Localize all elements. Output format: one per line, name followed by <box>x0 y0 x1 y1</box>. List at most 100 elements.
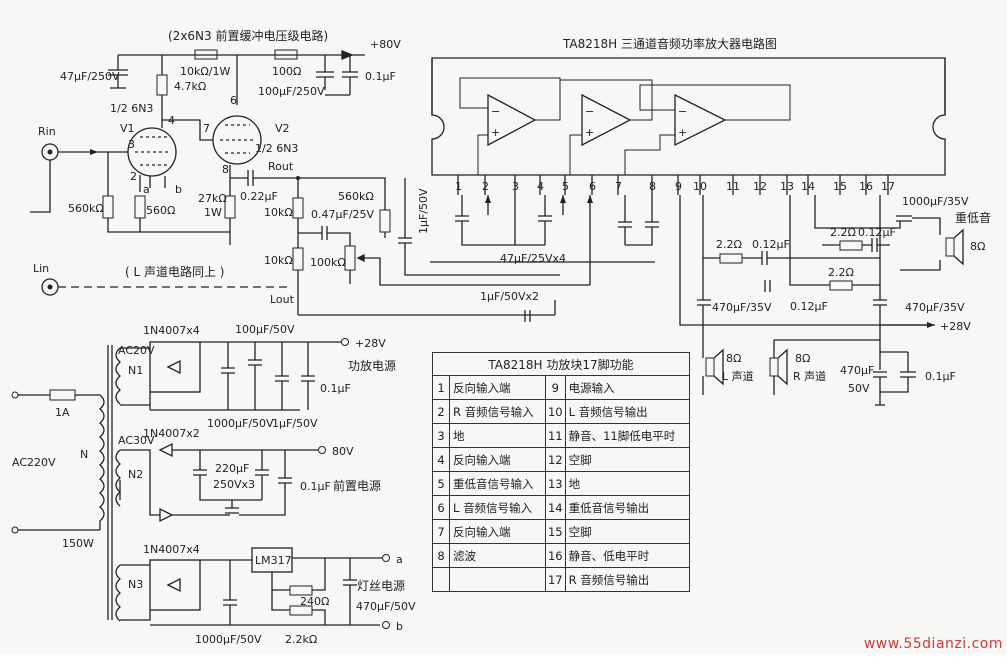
pin7-label: 7 <box>203 122 210 135</box>
ic-pin-number: 5 <box>562 180 569 193</box>
r22-1-label: 2.2Ω <box>716 238 742 251</box>
pin-function-cell: 地 <box>564 471 691 496</box>
bridge-rectifier-1 <box>149 341 201 393</box>
tube-v2-label-a: V2 <box>275 122 290 135</box>
pin-function-cell: 滤波 <box>449 543 546 568</box>
c022u-label: 0.22μF <box>240 190 278 203</box>
plus80v-label: +80V <box>370 38 401 51</box>
subwoofer-speaker-icon <box>945 237 955 257</box>
pin-number-cell: 16 <box>544 543 566 568</box>
ic-pin-number: 9 <box>675 180 682 193</box>
resistor-100 <box>274 49 298 60</box>
c470u50-label: 470μF <box>840 364 874 377</box>
pin-number-cell: 15 <box>544 519 566 544</box>
spk-r-label: R 声道 <box>793 369 826 383</box>
svg-text:−: − <box>491 105 500 118</box>
r22-3-label: 2.2Ω <box>830 226 856 239</box>
lout-label: Lout <box>270 293 295 306</box>
pin-number-cell: 1 <box>432 375 450 400</box>
ac220-label: AC220V <box>12 456 56 469</box>
r100-label: 100Ω <box>272 65 301 78</box>
n2-label: N2 <box>128 468 143 481</box>
ac20-label: AC20V <box>118 344 155 357</box>
c012-1-label: 0.12μF <box>752 238 790 251</box>
c47u25x4-label: 47μF/25Vx4 <box>500 252 566 265</box>
subwoofer-label: 重低音 <box>955 210 991 225</box>
r10k-b-label: 10kΩ <box>264 254 293 267</box>
lm317-label: LM317 <box>255 554 292 567</box>
pin-function-cell: 静音、11脚低电平时 <box>564 423 691 448</box>
c1000u50-b-label: 1000μF/50V <box>195 633 262 646</box>
pot100k-label: 100kΩ <box>310 256 346 269</box>
pin-number-cell: 4 <box>432 447 450 472</box>
pin6-label: 6 <box>230 94 237 107</box>
ic-pin-number: 17 <box>881 180 895 193</box>
watermark-text: www.55dianzi.com <box>863 636 1003 652</box>
pin-number-cell: 5 <box>432 471 450 496</box>
c220u-label: 220μF <box>215 462 249 475</box>
pin-number-cell: 17 <box>544 567 566 592</box>
c470u35-r-label: 470μF/35V <box>905 301 965 314</box>
pin8-label: 8 <box>222 163 229 176</box>
svg-text:+: + <box>678 126 687 139</box>
ac30-label: AC30V <box>118 434 155 447</box>
pin-function-cell: 地 <box>449 423 546 448</box>
pin-function-cell: R 音频信号输入 <box>449 399 546 424</box>
primary-n-label: N <box>80 448 88 461</box>
pin-number-cell: 12 <box>544 447 566 472</box>
w150-label: 150W <box>62 537 94 550</box>
spk-r-ohm: 8Ω <box>795 352 810 365</box>
amp-power-label: 功放电源 <box>348 358 396 373</box>
opamp-1 <box>487 93 537 147</box>
pin-number-cell: 14 <box>544 495 566 520</box>
r10k-label: 10kΩ/1W <box>180 65 230 78</box>
lin-label: Lin <box>33 262 49 275</box>
ta8218h-ic <box>431 57 946 176</box>
pin-function-cell <box>449 567 546 592</box>
pin-number-cell: 8 <box>432 543 450 568</box>
c470u50b-label: 470μF/50V <box>356 600 416 613</box>
c012-3-label: 0.12μF <box>858 226 896 239</box>
pot22k-label: 2.2kΩ <box>285 633 317 646</box>
c01u-psu-label: 0.1μF <box>320 382 351 395</box>
ic-pin-number: 12 <box>753 180 767 193</box>
r560k-out-label: 560kΩ <box>338 190 374 203</box>
fuse-1a <box>49 389 76 401</box>
spk-l-label: L 声道 <box>722 369 754 383</box>
pot-100k[interactable] <box>344 245 356 271</box>
pin-function-cell: R 音频信号输出 <box>564 567 691 592</box>
pre-power-label: 前置电源 <box>333 478 381 493</box>
svg-text:+: + <box>585 126 594 139</box>
fuse-label: 1A <box>55 406 70 419</box>
pin2-label: 2 <box>130 170 137 183</box>
pin-number-cell: 9 <box>544 375 566 400</box>
ic-pin-number: 6 <box>589 180 596 193</box>
pin-number-cell: 7 <box>432 519 450 544</box>
r27k-label: 27kΩ <box>198 192 227 205</box>
heater-b-label: b <box>175 183 182 196</box>
c100u50-label: 100μF/50V <box>235 323 295 336</box>
pin-function-cell: 重低音信号输入 <box>449 471 546 496</box>
left-speaker-icon <box>705 357 715 377</box>
svg-text:−: − <box>678 105 687 118</box>
pin-function-cell: L 音频信号输入 <box>449 495 546 520</box>
out-b-label: b <box>396 620 403 633</box>
pin-function-cell: 静音、低电平时 <box>564 543 691 568</box>
ic-pin-number: 15 <box>833 180 847 193</box>
plus28v-psu-label: +28V <box>355 337 386 350</box>
c047u-label: 0.47μF/25V <box>311 208 375 221</box>
cap-47u250-label: 47μF/250V <box>60 70 120 83</box>
c01u-pre-label: 0.1μF <box>300 480 331 493</box>
c1u50x2-label: 1μF/50Vx2 <box>480 290 539 303</box>
opamp-3 <box>674 93 727 147</box>
ic-pin-number: 16 <box>859 180 873 193</box>
bridge1-label: 1N4007x4 <box>143 324 200 337</box>
plus28v-right-label: +28V <box>940 320 971 333</box>
r10k-a-label: 10kΩ <box>264 206 293 219</box>
